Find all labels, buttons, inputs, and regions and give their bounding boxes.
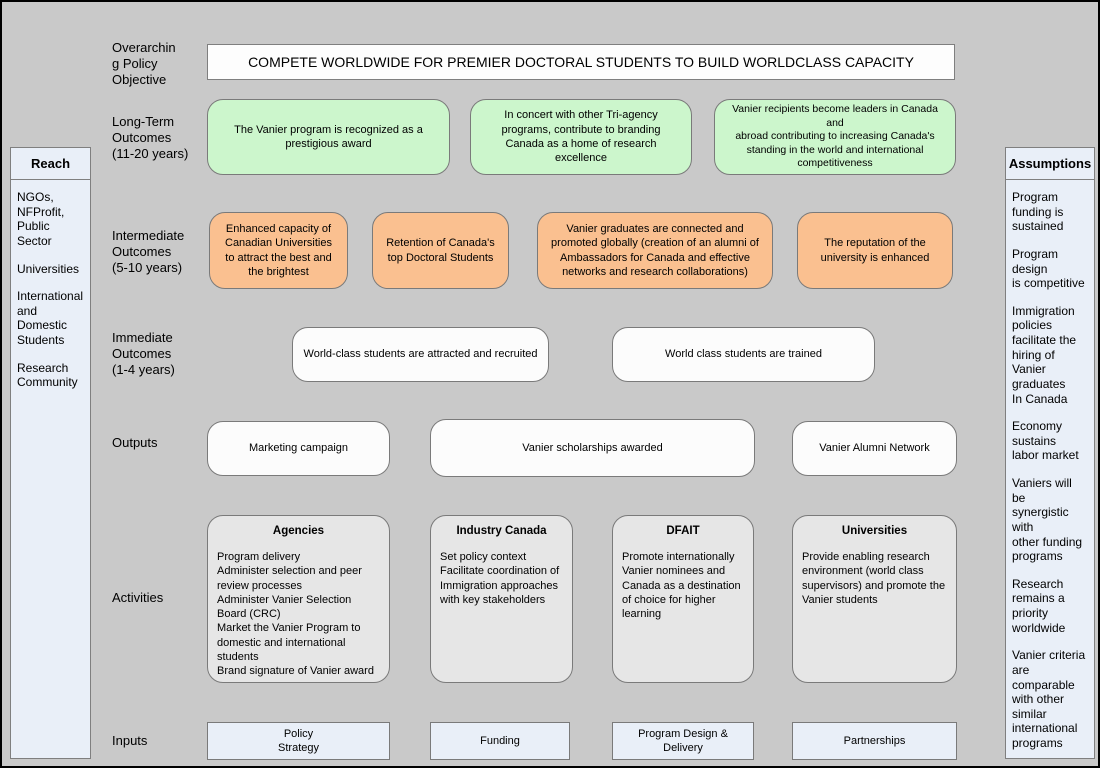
intermediate-outcome-box: Retention of Canada's top Doctoral Stude… <box>372 212 509 289</box>
row-label-objective: Overarchin g Policy Objective <box>112 40 176 87</box>
row-label-long-term: Long-Term Outcomes (11-20 years) <box>112 114 189 161</box>
reach-item: NGOs, NFProfit, Public Sector <box>17 190 65 248</box>
assumption-item: Program funding is sustained <box>1012 190 1064 234</box>
intermediate-outcome-box: The reputation of the university is enha… <box>797 212 953 289</box>
input-box: Policy Strategy <box>207 722 390 760</box>
reach-panel: Reach NGOs, NFProfit, Public Sector Univ… <box>10 147 91 759</box>
assumptions-panel-title: Assumptions <box>1006 148 1094 180</box>
intermediate-outcome-box: Vanier graduates are connected and promo… <box>537 212 773 289</box>
activities-box-industry-canada: Industry Canada Set policy context Facil… <box>430 515 573 683</box>
assumption-item: Immigration policies facilitate the hiri… <box>1012 303 1077 406</box>
output-box: Marketing campaign <box>207 421 390 476</box>
reach-item: Research Community <box>17 360 78 390</box>
intermediate-outcome-box: Enhanced capacity of Canadian Universiti… <box>209 212 348 289</box>
output-box: Vanier Alumni Network <box>792 421 957 476</box>
reach-item: International and Domestic Students <box>17 289 84 347</box>
reach-panel-title: Reach <box>11 148 90 180</box>
activities-box-title: DFAIT <box>666 525 700 537</box>
assumption-item: Vanier criteria are comparable with othe… <box>1012 648 1086 750</box>
assumption-item: Vaniers will be synergistic with other f… <box>1012 476 1083 564</box>
input-box: Partnerships <box>792 722 957 760</box>
activities-box-body: Promote internationally Vanier nominees … <box>622 551 741 621</box>
immediate-outcome-box: World-class students are attracted and r… <box>292 327 549 382</box>
row-label-immediate: Immediate Outcomes (1-4 years) <box>112 330 175 377</box>
activities-box-agencies: Agencies Program delivery Administer sel… <box>207 515 390 683</box>
long-term-outcome-box: Vanier recipients become leaders in Cana… <box>714 99 956 175</box>
row-label-intermediate: Intermediate Outcomes (5-10 years) <box>112 228 185 275</box>
row-label-activities: Activities <box>112 590 164 605</box>
row-label-outputs: Outputs <box>112 435 158 450</box>
assumption-item: Research remains a priority worldwide <box>1012 576 1066 635</box>
activities-box-title: Agencies <box>272 525 325 537</box>
reach-item: Universities <box>17 261 80 276</box>
assumptions-panel: Assumptions Program funding is sustained… <box>1005 147 1095 759</box>
activities-box-title: Universities <box>841 525 908 537</box>
reach-panel-items: NGOs, NFProfit, Public Sector Universiti… <box>11 180 90 413</box>
activities-box-universities: Universities Provide enabling research e… <box>792 515 957 683</box>
output-box: Vanier scholarships awarded <box>430 419 755 477</box>
activities-box-dfait: DFAIT Promote internationally Vanier nom… <box>612 515 754 683</box>
long-term-outcome-box: In concert with other Tri-agency program… <box>470 99 692 175</box>
assumption-item: Economy sustains labor market <box>1012 419 1079 463</box>
assumption-item: Program design is competitive <box>1012 246 1085 291</box>
long-term-outcome-box: The Vanier program is recognized as a pr… <box>207 99 450 175</box>
immediate-outcome-box: World class students are trained <box>612 327 875 382</box>
activities-box-body: Provide enabling research environment (w… <box>802 551 946 606</box>
activities-box-body: Set policy context Facilitate coordinati… <box>440 551 560 606</box>
activities-box-body: Program delivery Administer selection an… <box>217 551 374 678</box>
assumptions-panel-items: Program funding is sustained Program des… <box>1006 180 1094 766</box>
activities-box-title: Industry Canada <box>456 525 547 537</box>
row-label-inputs: Inputs <box>112 733 148 748</box>
policy-objective-box: COMPETE WORLDWIDE FOR PREMIER DOCTORAL S… <box>207 44 955 80</box>
input-box: Program Design & Delivery <box>612 722 754 760</box>
input-box: Funding <box>430 722 570 760</box>
